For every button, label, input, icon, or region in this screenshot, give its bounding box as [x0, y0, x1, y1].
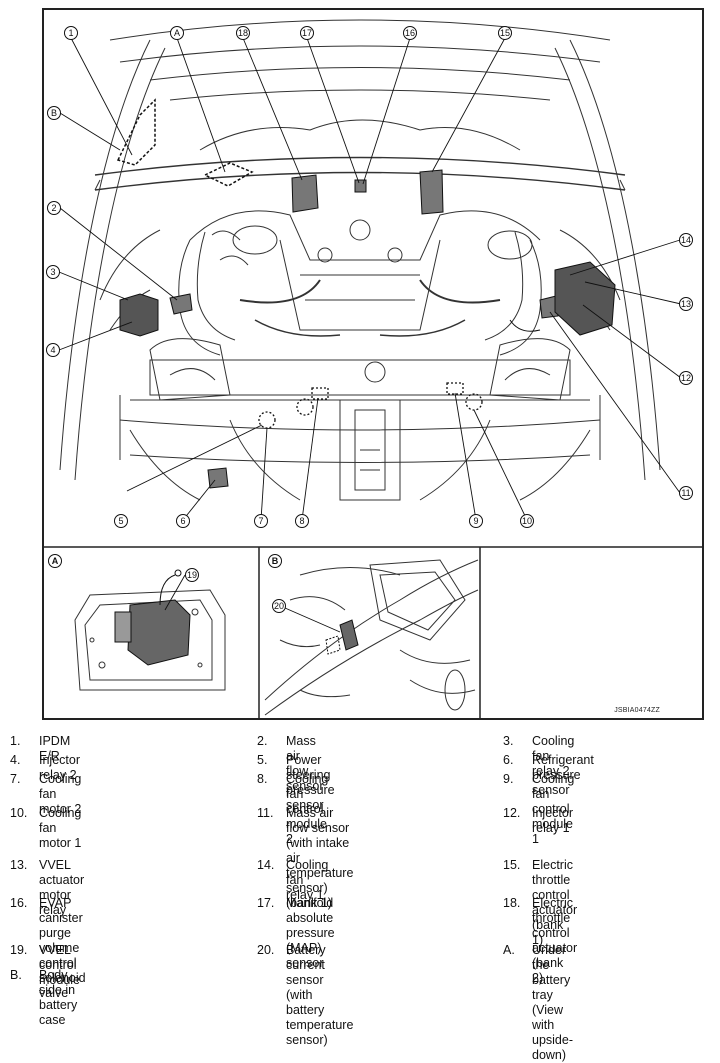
legend-number: 7. [10, 772, 21, 786]
legend-label: Manifold absolute pressure (MAP) sensor [286, 896, 335, 970]
callout-17: 17 [302, 28, 312, 38]
engine-compartment-diagram: 1 A 18 17 16 15 B 2 3 4 14 13 12 11 5 6 … [44, 19, 702, 718]
legend-label: Power steering pressure sensor [286, 753, 335, 812]
legend-label: Refrigerant pressure sensor [532, 753, 594, 797]
inset-a-label: A [52, 556, 59, 566]
engine-bay-drawing [59, 19, 661, 501]
callout-2: 2 [51, 203, 56, 213]
legend-label: IPDM E/R [39, 734, 71, 763]
callout-20: 20 [274, 601, 284, 611]
callout-19: 19 [187, 570, 197, 580]
legend-label: Injector relay 1 [532, 806, 573, 835]
inset-a: A 19 [48, 554, 226, 691]
legend-label: Injector relay 2 [39, 753, 80, 782]
callout-11: 11 [681, 488, 690, 498]
legend-label: Cooling fan relay 1 [286, 858, 329, 902]
callout-7: 7 [258, 516, 263, 526]
legend-number: 9. [503, 772, 514, 786]
callout-15: 15 [500, 28, 510, 38]
legend-number: 18. [503, 896, 521, 910]
callout-16: 16 [405, 28, 415, 38]
callout-6: 6 [180, 516, 185, 526]
callout-1: 1 [68, 28, 73, 38]
legend-number: A. [503, 943, 515, 957]
legend-number: 12. [503, 806, 521, 820]
legend-number: B. [10, 968, 22, 982]
legend-label: Cooling fan motor 1 [39, 806, 82, 850]
callout-13: 13 [681, 299, 691, 309]
legend-number: 17. [257, 896, 275, 910]
legend-label: VVEL actuator motor relay [39, 858, 85, 917]
callout-b: B [51, 108, 57, 118]
legend-label: Cooling fan control module 2 [286, 772, 329, 846]
callout-8: 8 [299, 516, 304, 526]
legend-number: 3. [503, 734, 514, 748]
callout-a: A [174, 28, 180, 38]
legend-number: 2. [257, 734, 268, 748]
legend-number: 8. [257, 772, 268, 786]
legend-number: 19. [10, 943, 28, 957]
callout-18: 18 [238, 28, 248, 38]
legend-label: Electric throttle control actuator (bank… [532, 896, 578, 985]
callout-14: 14 [681, 235, 691, 245]
legend-number: 10. [10, 806, 28, 820]
reference-code: JSBIA0474ZZ [614, 707, 660, 714]
legend-label: Cooling fan control module 1 [532, 772, 575, 846]
callout-3: 3 [50, 267, 55, 277]
legend-label: EVAP canister purge volume control solen… [39, 896, 86, 1000]
legend-label: Mass air flow sensor [286, 734, 324, 793]
legend-number: 16. [10, 896, 28, 910]
callout-12: 12 [681, 373, 691, 383]
legend-number: 15. [503, 858, 521, 872]
legend-number: 13. [10, 858, 28, 872]
callout-circles [46, 26, 693, 528]
callout-9: 9 [473, 516, 478, 526]
callout-5: 5 [118, 516, 123, 526]
legend-label: Battery current sensor (with battery tem… [286, 943, 354, 1047]
legend-number: 1. [10, 734, 21, 748]
legend-label: Cooling fan relay 2 [532, 734, 575, 778]
legend-label: Cooling fan motor 2 [39, 772, 82, 816]
legend-label: VVEL control module [39, 943, 80, 987]
inset-b-label: B [272, 556, 279, 566]
legend-number: 5. [257, 753, 268, 767]
callout-numbers: 1 A 18 17 16 15 B 2 3 4 14 13 12 11 5 6 … [50, 28, 691, 526]
callout-10: 10 [522, 516, 532, 526]
legend-label: Under the battery tray (View with upside… [532, 943, 573, 1062]
legend-number: 4. [10, 753, 21, 767]
legend-label: Mass air flow sensor (with intake air te… [286, 806, 354, 910]
legend-label: Body side in battery case [39, 968, 78, 1027]
legend-label: Electric throttle control actuator (bank… [532, 858, 578, 947]
legend-number: 6. [503, 753, 514, 767]
legend-number: 11. [257, 806, 274, 820]
callout-4: 4 [50, 345, 55, 355]
inset-b: B 20 [264, 554, 479, 716]
leader-lines [58, 37, 682, 521]
legend-number: 14. [257, 858, 275, 872]
component-shapes [116, 98, 616, 489]
legend-number: 20. [257, 943, 275, 957]
